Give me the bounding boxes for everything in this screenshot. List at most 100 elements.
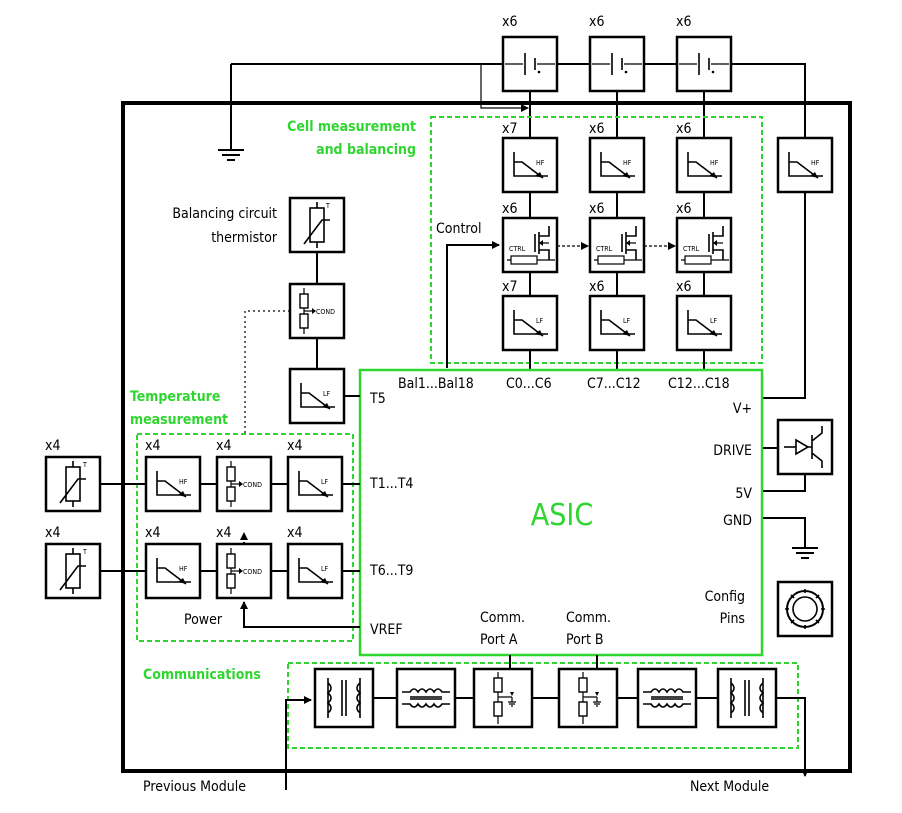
communications-group <box>287 662 799 749</box>
svg-text:HF: HF <box>811 159 820 167</box>
pin-c12-c18: C12...C18 <box>668 376 730 392</box>
mult-hf3: x6 <box>676 121 691 137</box>
cell-lf-filter-2: LF <box>588 294 646 352</box>
pin-c7-c12: C7...C12 <box>587 376 641 392</box>
pin-comm-b-1: Comm. <box>566 610 611 626</box>
pin-c0-c6: C0...C6 <box>506 376 552 392</box>
balancing-ctrl-3: CTRL <box>675 216 733 274</box>
mult-bat3: x6 <box>676 14 691 30</box>
comm-divider-b <box>557 667 619 729</box>
balancing-thermistor: T <box>288 196 346 254</box>
temp-hf-filter-2: HF <box>144 542 202 600</box>
balancing-ctrl-2: CTRL <box>588 216 646 274</box>
mult-ctrl1: x6 <box>502 201 517 217</box>
temp-hf-filter-1: HF <box>144 455 202 513</box>
battery-cell-group-1 <box>501 35 559 93</box>
mult-hf1: x7 <box>502 121 517 137</box>
cell-hf-filter-1: HF <box>501 136 559 194</box>
mult-lf1: x7 <box>502 279 517 295</box>
module-frame <box>121 101 852 773</box>
cell-lf-filter-3: LF <box>675 294 733 352</box>
pin-t5: T5 <box>369 391 386 407</box>
control-label: Control <box>436 221 482 237</box>
svg-text:CTRL: CTRL <box>509 245 526 253</box>
vplus-hf-filter: HF <box>776 136 834 194</box>
pin-bal: Bal1...Bal18 <box>398 376 474 392</box>
svg-text:COND: COND <box>243 568 262 576</box>
mult-temp-hf1: x4 <box>145 438 160 454</box>
svg-text:LF: LF <box>623 317 631 325</box>
comm-divider-a <box>472 667 534 729</box>
mult-temp-cond2: x4 <box>216 525 231 541</box>
drive-transistor <box>776 418 834 476</box>
temp-cond-2: COND <box>215 542 273 600</box>
mult-bat2: x6 <box>589 14 604 30</box>
balancing-thermistor-label-2: thermistor <box>211 230 278 246</box>
temp-group-title-2: measurement <box>130 412 228 428</box>
mult-therm-ext2: x4 <box>45 525 60 541</box>
ext-thermistor-2: T <box>44 542 102 600</box>
svg-text:COND: COND <box>243 481 262 489</box>
temp-lf-filter-2: LF <box>286 542 344 600</box>
pin-config-2: Pins <box>720 611 745 627</box>
comm-group-title: Communications <box>143 667 261 683</box>
mult-hf2: x6 <box>589 121 604 137</box>
comm-transformer-b <box>716 667 778 729</box>
battery-cell-group-2 <box>588 35 646 93</box>
svg-text:HF: HF <box>710 159 719 167</box>
svg-text:CTRL: CTRL <box>683 245 700 253</box>
mult-temp-lf2: x4 <box>287 525 302 541</box>
pin-5v: 5V <box>735 486 752 502</box>
mult-temp-lf1: x4 <box>287 438 302 454</box>
mult-ctrl3: x6 <box>676 201 691 217</box>
pin-gnd: GND <box>723 513 752 529</box>
svg-text:T: T <box>82 548 87 556</box>
comm-choke-a <box>395 667 457 729</box>
svg-text:CTRL: CTRL <box>596 245 613 253</box>
pin-comm-a-2: Port A <box>480 632 518 648</box>
svg-text:LF: LF <box>321 478 329 486</box>
comm-transformer-a <box>313 667 375 729</box>
pin-comm-b-2: Port B <box>566 632 604 648</box>
cell-hf-filter-3: HF <box>675 136 733 194</box>
cell-group-title-1: Cell measurement <box>287 119 416 135</box>
pin-comm-a-1: Comm. <box>480 610 525 626</box>
balancing-thermistor-label-1: Balancing circuit <box>172 206 277 222</box>
pin-t6-t9: T6...T9 <box>369 563 413 579</box>
svg-text:LF: LF <box>321 565 329 573</box>
balancing-cond: COND <box>288 282 346 340</box>
ext-thermistor-1: T <box>44 455 102 513</box>
pin-vplus: V+ <box>733 401 752 417</box>
pin-vref: VREF <box>370 622 403 638</box>
mult-bat1: x6 <box>502 14 517 30</box>
pin-t1-t4: T1...T4 <box>369 476 413 492</box>
comm-choke-b <box>636 667 698 729</box>
svg-text:LF: LF <box>710 317 718 325</box>
mult-therm-ext1: x4 <box>45 438 60 454</box>
mult-temp-hf2: x4 <box>145 525 160 541</box>
svg-text:HF: HF <box>536 159 545 167</box>
temp-group-title-1: Temperature <box>130 389 220 405</box>
mult-lf3: x6 <box>676 279 691 295</box>
balancing-lf-filter: LF <box>288 367 346 425</box>
svg-text:LF: LF <box>323 390 331 398</box>
temp-lf-filter-1: LF <box>286 455 344 513</box>
pin-drive: DRIVE <box>713 443 752 459</box>
svg-text:T: T <box>325 202 330 210</box>
svg-text:HF: HF <box>623 159 632 167</box>
svg-text:T: T <box>82 461 87 469</box>
battery-cell-group-3 <box>675 35 733 93</box>
svg-text:COND: COND <box>316 308 335 316</box>
mult-ctrl2: x6 <box>589 201 604 217</box>
mult-temp-cond1: x4 <box>216 438 231 454</box>
power-label: Power <box>184 612 223 628</box>
next-module-label: Next Module <box>690 779 769 795</box>
mult-lf2: x6 <box>589 279 604 295</box>
previous-module-label: Previous Module <box>143 779 246 795</box>
pin-config-1: Config <box>705 589 745 605</box>
cell-lf-filter-1: LF <box>501 294 559 352</box>
svg-text:HF: HF <box>179 565 188 573</box>
asic-chip <box>358 368 764 657</box>
svg-text:HF: HF <box>179 478 188 486</box>
